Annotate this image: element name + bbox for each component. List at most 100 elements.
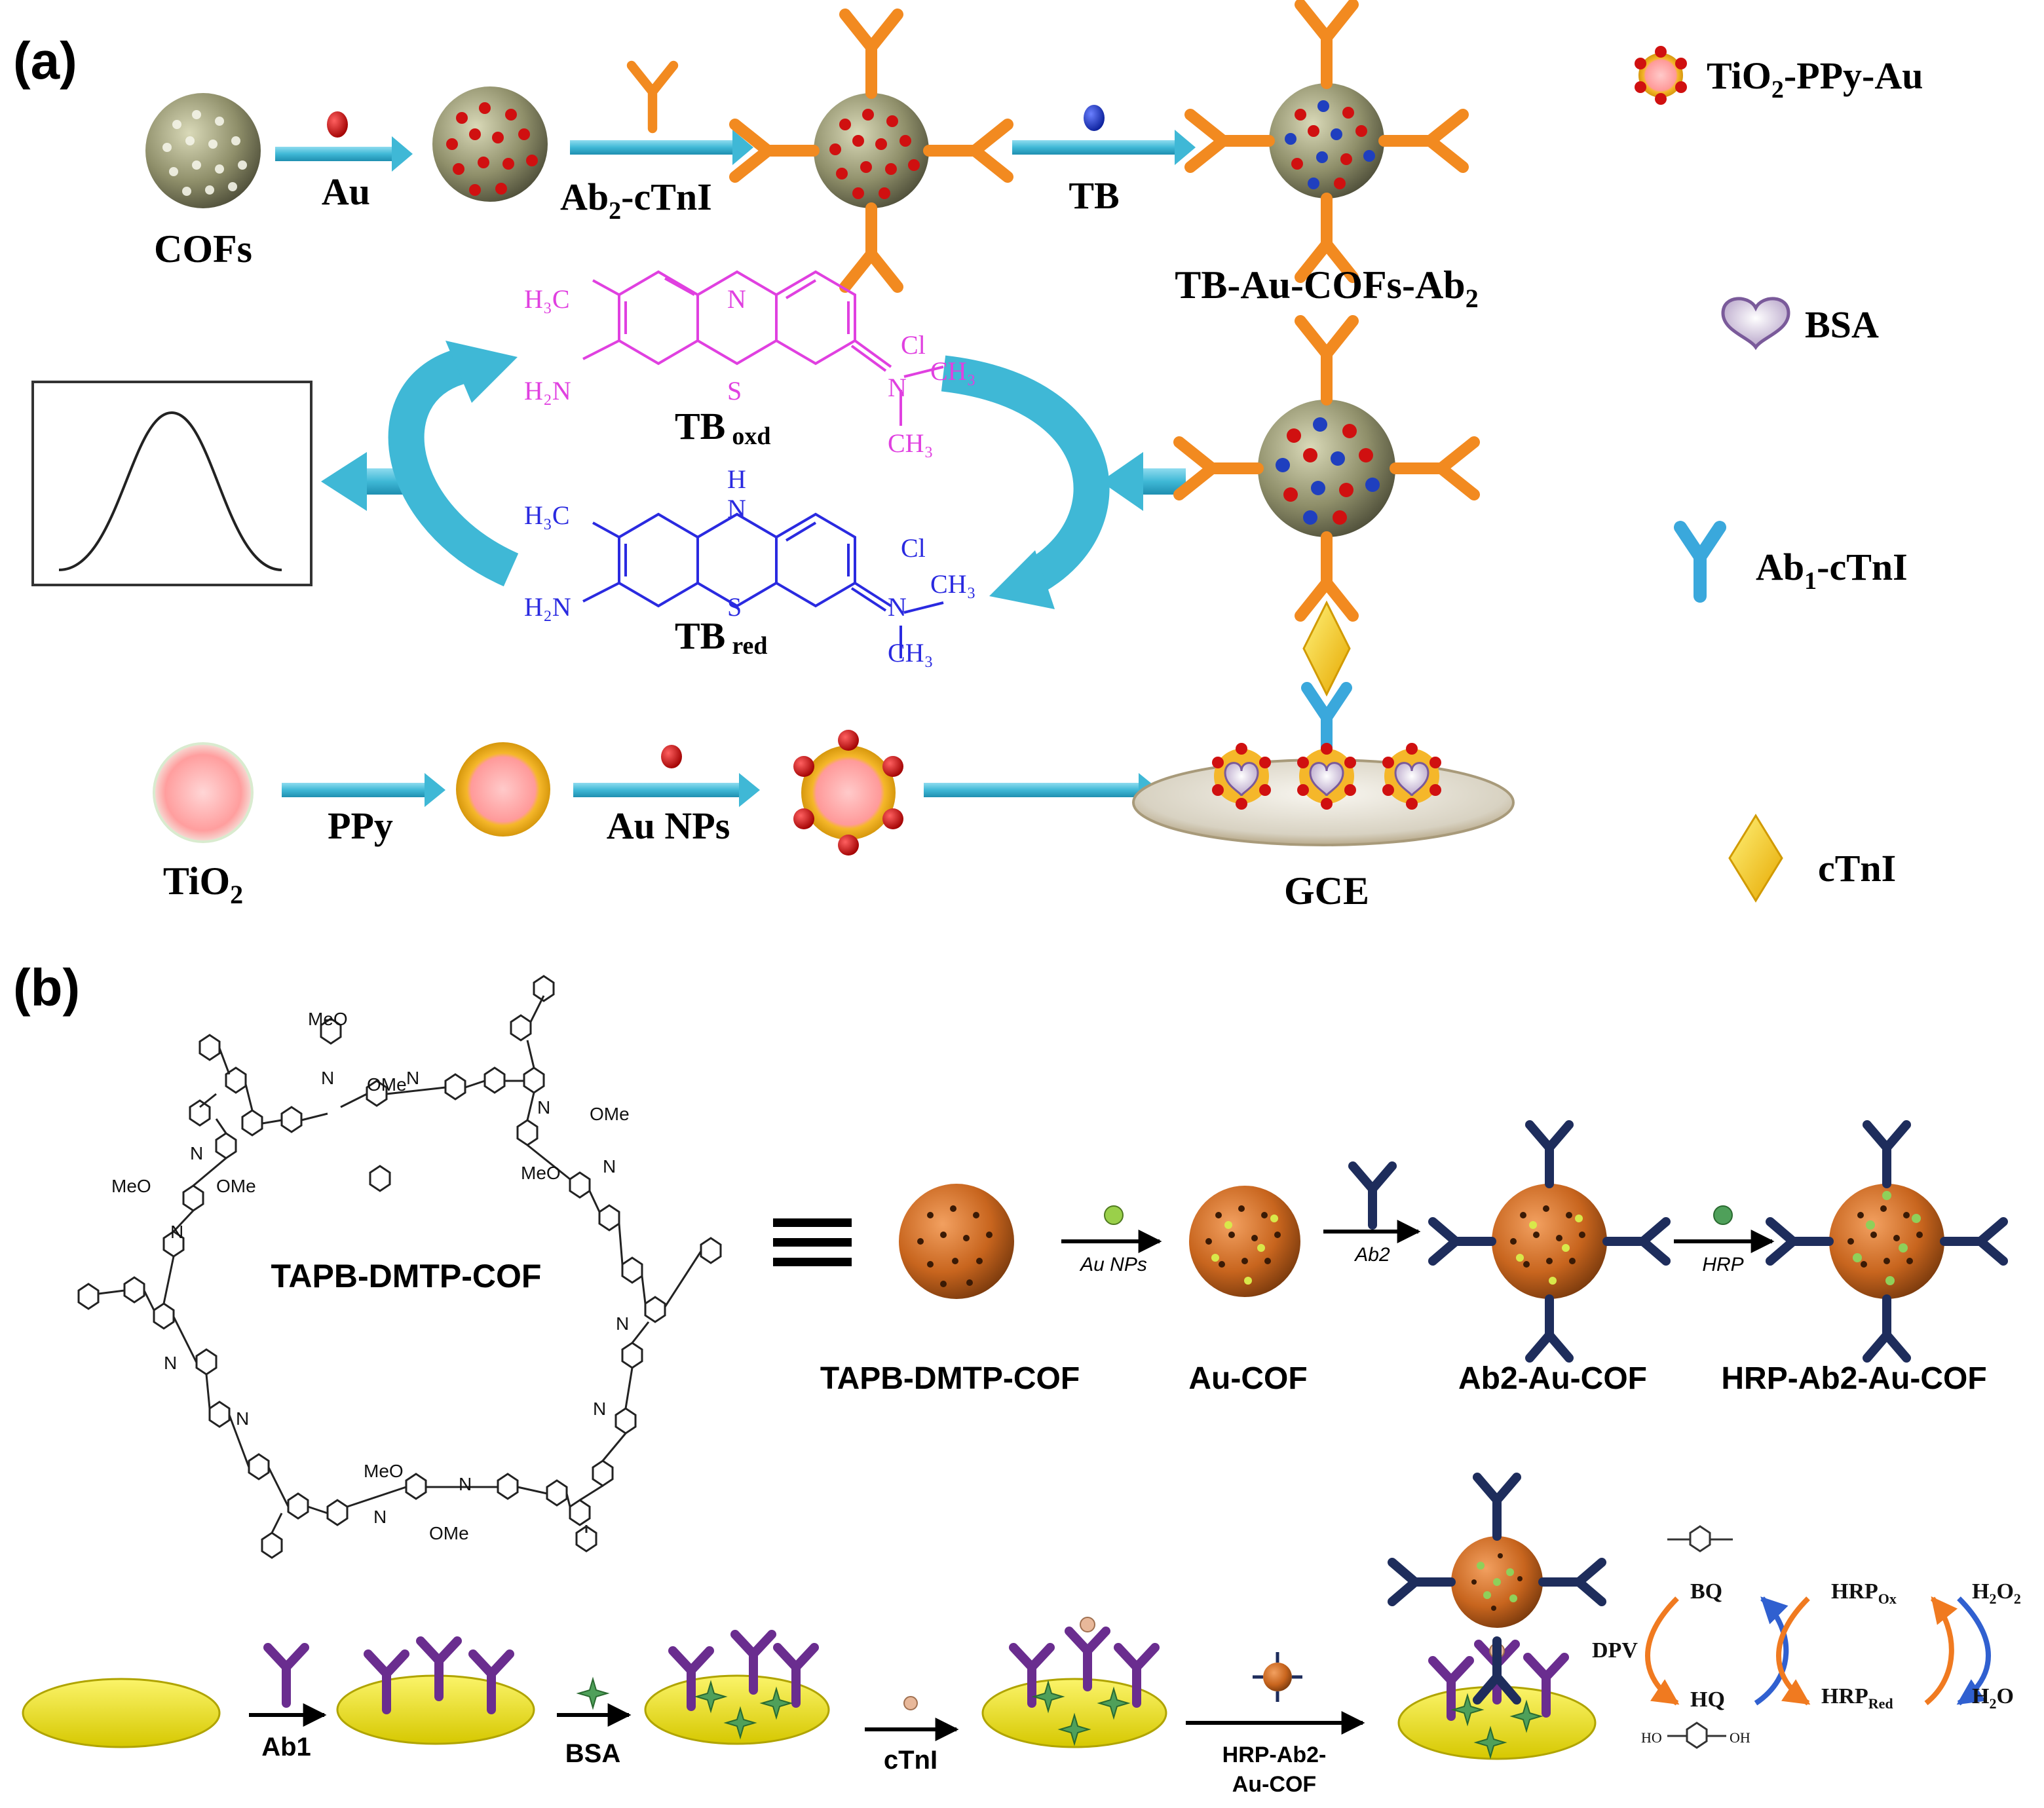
- svg-text:H₂N: H₂N: [524, 592, 571, 622]
- tb-label: TB: [1069, 174, 1119, 217]
- tb-red-structure: [582, 512, 944, 658]
- tb-au-cofs-ab2-sphere: [1190, 5, 1463, 277]
- tb-red-labels: H N H₃C H₂N S Cl N CH₃ CH₃: [524, 464, 976, 668]
- svg-text:DPV: DPV: [1592, 1638, 1638, 1663]
- arrow-bsa: [557, 1678, 632, 1727]
- svg-text:N: N: [888, 592, 907, 622]
- tb-au-cofs-ab2-label: TB-Au-COFs-Ab2: [1175, 263, 1478, 313]
- svg-text:N: N: [888, 373, 907, 402]
- au-nps-label: Au NPs: [607, 804, 730, 847]
- tb-oxd-labels: H₃C N H₂N S Cl N CH₃ CH₃: [524, 284, 976, 458]
- svg-text:OMe: OMe: [216, 1176, 256, 1196]
- tio2-ppy-particle: [456, 742, 550, 837]
- hrp-b-label: HRP: [1702, 1254, 1743, 1275]
- svg-text:S: S: [727, 592, 742, 622]
- tb-oxd-structure: [582, 270, 944, 426]
- panel-b-label: (b): [13, 958, 80, 1017]
- dpv-peak-box: [31, 381, 312, 586]
- tio2-particle: [153, 742, 254, 843]
- legend-bsa-icon: [1721, 297, 1790, 350]
- panel-a: (a) COFs Au: [13, 5, 1515, 913]
- au-label: Au: [322, 170, 370, 213]
- svg-text:CH₃: CH₃: [888, 638, 934, 668]
- svg-text:MeO: MeO: [364, 1461, 404, 1481]
- svg-text:OMe: OMe: [429, 1523, 469, 1543]
- svg-text:HRPOx: HRPOx: [1831, 1579, 1897, 1607]
- ab2-au-cofs-sphere: [735, 14, 1008, 287]
- arrow-b-hrp: [1674, 1205, 1775, 1253]
- panel-b: (b): [13, 958, 2021, 1797]
- arrow-tb: [1012, 105, 1196, 165]
- svg-text:H: H: [727, 464, 746, 494]
- bsa-star-icon: [578, 1678, 608, 1708]
- svg-text:CH₃: CH₃: [930, 569, 976, 599]
- gce-label: GCE: [1284, 869, 1369, 913]
- stage-label-3: HRP-Ab2-Au-COF: [1721, 1361, 1986, 1396]
- ctni-antigen-icon: [1302, 600, 1351, 697]
- bsa-b-label: BSA: [565, 1739, 620, 1768]
- svg-text:N: N: [459, 1474, 472, 1494]
- svg-text:Cl: Cl: [901, 330, 926, 360]
- au-cofs-sphere: [432, 86, 548, 202]
- ab1-purple-icon: [268, 1648, 305, 1703]
- svg-text:OMe: OMe: [590, 1104, 630, 1124]
- cof-framework-label: TAPB-DMTP-COF: [271, 1258, 542, 1294]
- stage-label-2: Ab2-Au-COF: [1458, 1361, 1647, 1396]
- au-nps-b-label: Au NPs: [1079, 1254, 1147, 1275]
- arrow-ctni: [865, 1696, 959, 1741]
- cof-framework-structure: [77, 975, 722, 1559]
- svg-text:H₃C: H₃C: [524, 284, 570, 314]
- arrow-ab2: [570, 66, 753, 165]
- arrow-ppy: [282, 773, 445, 807]
- stage-ab2-au-cof-sphere: [1433, 1125, 1666, 1358]
- electrode-final-sandwich: [1392, 1477, 1602, 1760]
- tio2-ppy-au-particle: [793, 730, 903, 856]
- svg-text:CH₃: CH₃: [888, 428, 934, 458]
- svg-text:HRPRed: HRPRed: [1821, 1684, 1893, 1712]
- legend-tio2-ppy-au-icon: [1635, 46, 1687, 105]
- cof-framework-labels: MeO OMe OMe MeO MeO OMe MeO OMe N N N N …: [111, 1009, 630, 1543]
- bq-hq-labels: BQ HQ DPV HO OH HRPOx HRPRed H2O2 H2O: [1592, 1579, 2021, 1746]
- arrow-sphere-to-cycle: [1101, 452, 1186, 511]
- hrp-ab2-au-cof-b-label-1: HRP-Ab2-: [1222, 1742, 1327, 1767]
- arrow-to-gce: [924, 773, 1160, 807]
- svg-text:N: N: [537, 1097, 550, 1118]
- legend-ab1-icon: [1674, 521, 1726, 603]
- ppy-label: PPy: [328, 804, 393, 847]
- au-particle-icon: [327, 111, 348, 138]
- electrode-bare: [22, 1678, 221, 1748]
- svg-text:N: N: [616, 1313, 629, 1334]
- legend-ctni-label: cTnI: [1818, 847, 1896, 890]
- legend: TiO2-PPy-Au BSA Ab1-cTnI cTnI: [1635, 46, 1923, 903]
- au-np-green-icon: [1104, 1205, 1124, 1225]
- legend-ctni-icon: [1728, 814, 1783, 903]
- ab2-b-label: Ab2: [1353, 1244, 1390, 1266]
- svg-text:S: S: [727, 376, 742, 405]
- arrow-b-ab2: [1323, 1166, 1421, 1243]
- equivalence-sign: [773, 1218, 852, 1266]
- arrow-b-au-nps: [1061, 1205, 1162, 1253]
- ab1-b-label: Ab1: [261, 1733, 311, 1761]
- svg-text:N: N: [593, 1399, 606, 1419]
- svg-text:N: N: [236, 1408, 249, 1429]
- au-np-particle-icon: [661, 745, 682, 768]
- gce-electrode: [1132, 743, 1515, 846]
- redox-cycle-arrows: [388, 341, 1110, 609]
- ab2-antibody-icon: [632, 66, 673, 128]
- svg-text:N: N: [727, 284, 746, 314]
- arrow-hrp-ab2-au-cof: [1186, 1652, 1365, 1735]
- panel-a-label: (a): [13, 31, 77, 90]
- svg-text:H2O: H2O: [1972, 1684, 2014, 1712]
- gce-modified-particles: [1212, 743, 1441, 810]
- stage-hrp-ab2-au-cof-sphere: [1770, 1125, 2003, 1358]
- svg-text:OMe: OMe: [367, 1074, 407, 1095]
- svg-text:MeO: MeO: [308, 1009, 348, 1029]
- electrode-ab1-bsa: [644, 1634, 830, 1745]
- arrow-to-peak: [321, 452, 403, 511]
- svg-text:HQ: HQ: [1690, 1687, 1725, 1712]
- stage-au-cof-sphere: [1189, 1186, 1300, 1297]
- stage-cof-sphere: [899, 1184, 1014, 1299]
